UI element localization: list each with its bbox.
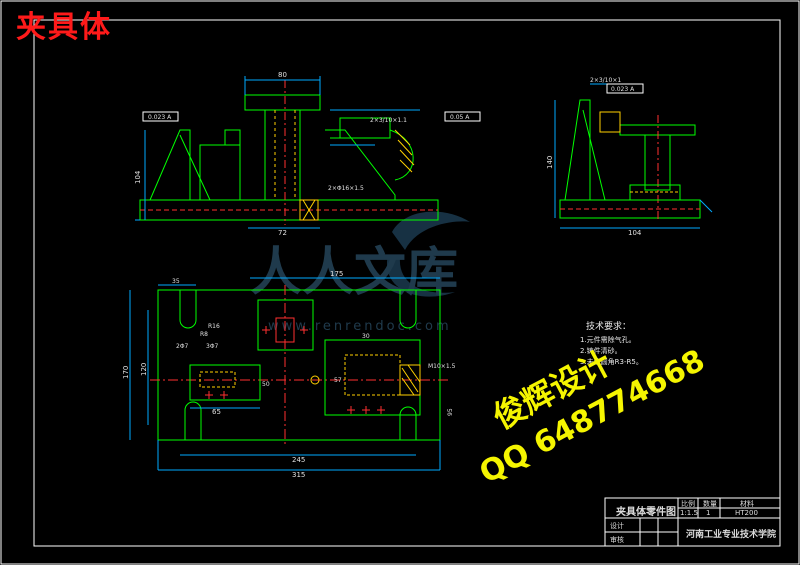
dim-plan-top: 175 [330,270,343,278]
label-slot: 2×3/10×1.1 [370,117,407,124]
dim-plan-inner-h: 120 [140,363,148,376]
dim-holes-2: 2Φ7 [176,343,189,350]
dim-plan-width: 315 [292,471,305,479]
svg-text:人人文库: 人人文库 [250,243,458,303]
dim-plan-r8: R8 [200,331,208,338]
inner-border [33,19,781,547]
tech-req-item-2: 2.铸件清砂。 [580,347,622,355]
tb-col-ratio: 比例 [681,500,695,508]
dim-side-height: 140 [546,156,554,169]
side-view [554,83,713,229]
dim-plan-inner: 245 [292,456,305,464]
dim-side-width: 104 [628,229,642,237]
dim-plan-height: 170 [122,366,130,379]
dim-plan-50: 50 [262,381,270,388]
front-view [135,76,481,229]
svg-text:www.renrendoc.com: www.renrendoc.com [268,319,452,334]
tech-requirements: 技术要求： 1.元件需除气孔。 2.铸件清砂。 3.未注圆角R3-R5。 [580,322,643,368]
tb-designer: 设计 [610,522,624,530]
dim-57: 57 [334,377,342,384]
label-holes: 2×Φ16×1.5 [328,185,364,192]
dim-plan-left: 35 [172,278,180,285]
watermark-logo: 人人文库 www.renrendoc.com [250,211,470,334]
dim-side-top: 2×3/10×1 [590,77,621,84]
tol-right: 0.05 A [450,114,470,121]
tb-school: 河南工业专业技术学院 [686,530,777,540]
tol-side: 0.023 A [611,86,635,93]
tb-ratio: 1:1.5 [680,509,698,517]
part-name: 夹具体零件图 [616,507,676,518]
dim-front-height: 104 [134,170,142,184]
tb-col-material: 材料 [740,500,754,508]
tech-req-heading: 技术要求： [586,322,632,332]
dim-30: 30 [362,333,370,340]
dim-95: 95 [447,408,454,416]
tech-req-item-1: 1.元件需除气孔。 [580,336,636,344]
tol-left: 0.023 A [148,114,172,121]
tb-qty: 1 [706,509,711,517]
tech-req-item-3: 3.未注圆角R3-R5。 [580,358,643,366]
dim-front-top: 80 [278,71,287,79]
tb-col-qty: 数量 [703,500,717,508]
dim-thread: M10×1.5 [428,363,456,370]
plan-view [129,277,450,471]
dim-plan-65: 65 [212,408,221,416]
dim-plan-r16: R16 [208,323,220,330]
dim-holes-3: 3Φ7 [206,343,219,350]
drawing-title: 夹具体 [16,10,112,45]
dim-front-width: 72 [278,229,287,237]
tb-material: HT200 [735,509,758,517]
tb-checker: 审核 [610,536,624,544]
title-block [604,497,781,547]
